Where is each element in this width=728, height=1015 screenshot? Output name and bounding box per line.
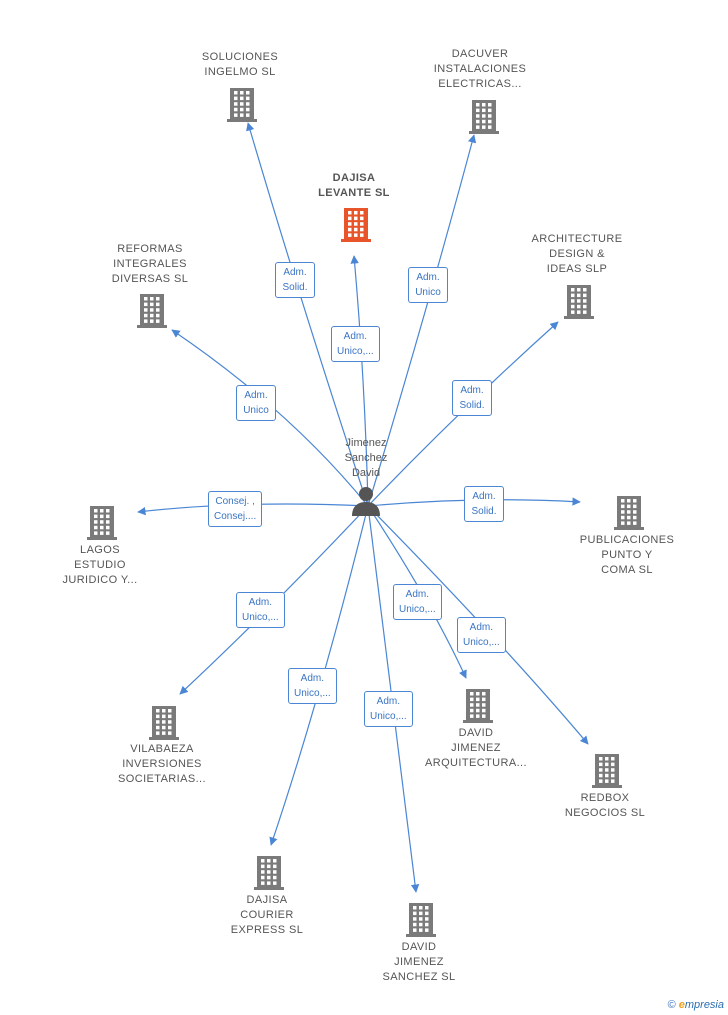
relation-label-publicaciones-punto[interactable]: Adm. Solid. (464, 486, 504, 522)
relation-label-vilabaeza-inversiones[interactable]: Adm. Unico,... (236, 592, 285, 628)
company-label: REFORMAS INTEGRALES DIVERSAS SL (111, 243, 189, 285)
relation-label-redbox-negocios[interactable]: Adm. Unico,... (457, 617, 506, 653)
relation-label-soluciones-ingelmo[interactable]: Adm. Solid. (275, 262, 315, 298)
center-person[interactable]: Jimenez Sanchez David (316, 436, 416, 517)
company-label: LAGOS ESTUDIO JURIDICO Y... (62, 544, 138, 586)
building-icon (592, 754, 622, 788)
relation-label-lagos-estudio[interactable]: Consej. , Consej.... (208, 491, 263, 527)
company-icon-vilabaeza-inversiones[interactable] (148, 704, 180, 740)
company-icon-architecture-design[interactable] (563, 283, 595, 319)
company-label: REDBOX NEGOCIOS SL (564, 792, 646, 819)
edge-dacuver-instalaciones (367, 134, 477, 507)
company-node-lagos-estudio[interactable]: LAGOS ESTUDIO JURIDICO Y... (25, 543, 175, 588)
company-icon-david-jimenez-sanchez[interactable] (405, 901, 437, 937)
center-person-label: Jimenez Sanchez David (344, 437, 388, 479)
company-label: PUBLICACIONES PUNTO Y COMA SL (579, 534, 675, 576)
company-icon-dajisa-levante[interactable] (340, 206, 372, 242)
building-icon (254, 856, 284, 890)
company-node-reformas-integrales[interactable]: REFORMAS INTEGRALES DIVERSAS SL (75, 242, 225, 287)
building-icon (564, 285, 594, 319)
building-icon (406, 903, 436, 937)
building-icon (227, 88, 257, 122)
company-node-publicaciones-punto[interactable]: PUBLICACIONES PUNTO Y COMA SL (552, 533, 702, 578)
copyright-icon: © (667, 999, 676, 1011)
company-node-dacuver-instalaciones[interactable]: DACUVER INSTALACIONES ELECTRICAS... (405, 47, 555, 92)
company-icon-redbox-negocios[interactable] (591, 752, 623, 788)
company-icon-publicaciones-punto[interactable] (613, 494, 645, 530)
building-icon (149, 706, 179, 740)
relation-label-dacuver-instalaciones[interactable]: Adm. Unico (408, 267, 448, 303)
building-icon (87, 506, 117, 540)
relation-label-david-jimenez-arquitectura[interactable]: Adm. Unico,... (393, 584, 442, 620)
company-label: SOLUCIONES INGELMO SL (201, 51, 279, 78)
relation-label-dajisa-levante[interactable]: Adm. Unico,... (331, 326, 380, 362)
company-label: VILABAEZA INVERSIONES SOCIETARIAS... (118, 743, 206, 785)
company-node-david-jimenez-sanchez[interactable]: DAVID JIMENEZ SANCHEZ SL (344, 940, 494, 985)
edge-reformas-integrales (171, 329, 369, 507)
company-node-vilabaeza-inversiones[interactable]: VILABAEZA INVERSIONES SOCIETARIAS... (87, 742, 237, 787)
company-icon-david-jimenez-arquitectura[interactable] (462, 687, 494, 723)
person-icon (352, 487, 380, 516)
building-icon (137, 294, 167, 328)
company-icon-dacuver-instalaciones[interactable] (468, 98, 500, 134)
relation-label-david-jimenez-sanchez[interactable]: Adm. Unico,... (364, 691, 413, 727)
brand-name: mpresia (684, 999, 724, 1011)
company-node-dajisa-courier[interactable]: DAJISA COURIER EXPRESS SL (192, 893, 342, 938)
company-node-redbox-negocios[interactable]: REDBOX NEGOCIOS SL (530, 791, 680, 821)
edge-soluciones-ingelmo (246, 122, 369, 507)
company-label: DAVID JIMENEZ ARQUITECTURA... (425, 727, 527, 769)
relation-label-dajisa-courier[interactable]: Adm. Unico,... (288, 668, 337, 704)
building-icon (614, 496, 644, 530)
company-label: DAJISA COURIER EXPRESS SL (230, 894, 304, 936)
relation-label-architecture-design[interactable]: Adm. Solid. (452, 380, 492, 416)
building-icon (341, 208, 371, 242)
edge-dajisa-levante (350, 255, 369, 507)
company-icon-soluciones-ingelmo[interactable] (226, 86, 258, 122)
company-icon-dajisa-courier[interactable] (253, 854, 285, 890)
building-icon (469, 100, 499, 134)
brand-e: e (678, 999, 685, 1011)
company-label: ARCHITECTURE DESIGN & IDEAS SLP (531, 233, 623, 275)
relation-label-reformas-integrales[interactable]: Adm. Unico (236, 385, 276, 421)
company-node-soluciones-ingelmo[interactable]: SOLUCIONES INGELMO SL (165, 50, 315, 80)
footer-brand: © empresia (668, 999, 724, 1011)
company-label: DACUVER INSTALACIONES ELECTRICAS... (433, 48, 527, 90)
company-node-dajisa-levante[interactable]: DAJISA LEVANTE SL (279, 171, 429, 201)
company-node-architecture-design[interactable]: ARCHITECTURE DESIGN & IDEAS SLP (502, 232, 652, 277)
company-label: DAVID JIMENEZ SANCHEZ SL (382, 941, 456, 983)
company-icon-lagos-estudio[interactable] (86, 504, 118, 540)
company-icon-reformas-integrales[interactable] (136, 292, 168, 328)
building-icon (463, 689, 493, 723)
company-node-david-jimenez-arquitectura[interactable]: DAVID JIMENEZ ARQUITECTURA... (401, 726, 551, 771)
company-label: DAJISA LEVANTE SL (318, 172, 390, 199)
